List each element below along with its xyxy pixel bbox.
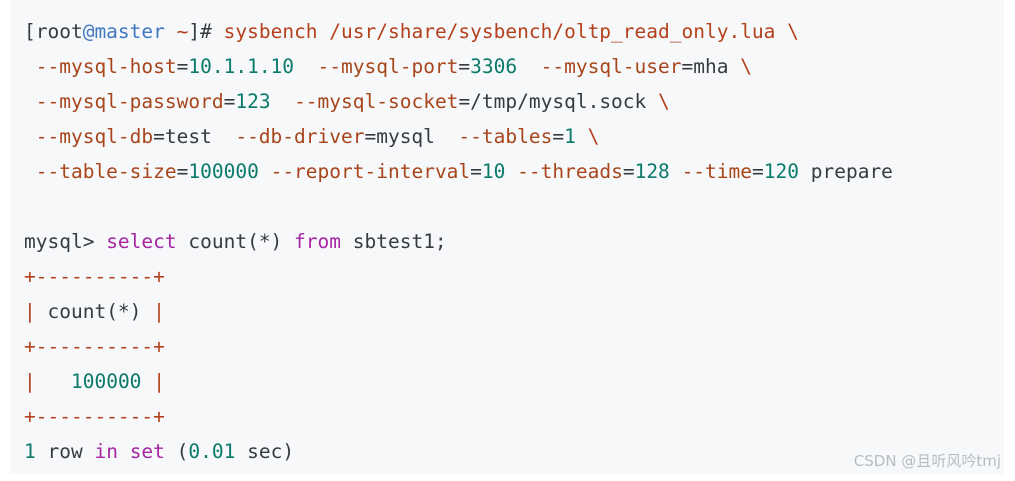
token-num: 3306 [470, 55, 518, 78]
token-plain: = [223, 90, 236, 113]
token-op: --time [681, 160, 753, 183]
code-line-6 [24, 189, 1004, 224]
code-line-7: mysql> select count(*) from sbtest1; [24, 224, 1004, 259]
token-plain [505, 160, 517, 183]
token-prompt: mysql> [24, 230, 107, 253]
token-host: @master [82, 20, 165, 43]
token-tilde: ~ [176, 20, 189, 43]
token-plain: =mysql [364, 125, 459, 148]
token-pipe: | [153, 370, 165, 393]
token-plain: = [552, 125, 565, 148]
token-kw: set [129, 440, 165, 463]
token-plain: row [35, 440, 95, 463]
token-plain [36, 370, 71, 393]
code-line-11: | 100000 | [24, 364, 1004, 399]
token-plain [576, 125, 588, 148]
token-backslash: \ [658, 90, 670, 113]
code-line-3: --mysql-password=123 --mysql-socket=/tmp… [24, 84, 1004, 119]
token-num: 1 [564, 125, 576, 148]
token-plain: count(*) [35, 300, 154, 323]
token-plain: = [176, 55, 189, 78]
token-plain [118, 440, 130, 463]
token-num: 0.01 [188, 440, 236, 463]
token-plain [24, 195, 36, 218]
token-num: 120 [763, 160, 799, 183]
token-plain: = [458, 55, 471, 78]
token-op: --mysql-user [540, 55, 682, 78]
token-plain: ]# [188, 20, 224, 43]
token-border: +----------+ [24, 335, 165, 358]
token-op: --report-interval [270, 160, 471, 183]
token-plain: = [176, 160, 189, 183]
token-pipe: | [153, 300, 165, 323]
token-op: --table-size [24, 160, 177, 183]
token-plain: sec) [235, 440, 295, 463]
token-pipe: | [24, 300, 36, 323]
token-plain [294, 55, 317, 78]
token-border: +----------+ [24, 405, 165, 428]
token-op: --mysql-socket [294, 90, 459, 113]
token-kw: from [294, 230, 342, 253]
token-num: 100000 [70, 370, 142, 393]
token-plain: = [622, 160, 635, 183]
token-op: --db-driver [235, 125, 365, 148]
token-plain [165, 20, 177, 43]
token-plain [775, 20, 787, 43]
token-num: 10 [481, 160, 506, 183]
code-line-13: 1 row in set (0.01 sec) [24, 434, 1004, 469]
token-kw: in [94, 440, 118, 463]
token-num: 100000 [188, 160, 259, 183]
token-backslash: \ [740, 55, 752, 78]
token-plain: =test [153, 125, 236, 148]
token-plain: prepare [799, 160, 893, 183]
token-border: +----------+ [24, 265, 165, 288]
token-op: --mysql-host [24, 55, 177, 78]
token-backslash: \ [787, 20, 799, 43]
token-num: 1 [24, 440, 36, 463]
token-plain: ( [164, 440, 189, 463]
code-line-12: +----------+ [24, 399, 1004, 434]
code-block: [root@master ~]# sysbench /usr/share/sys… [10, 0, 1004, 474]
code-line-2: --mysql-host=10.1.1.10 --mysql-port=3306… [24, 49, 1004, 84]
token-num: 128 [634, 160, 670, 183]
token-cmd: sysbench /usr/share/sysbench/oltp_read_o… [223, 20, 776, 43]
code-line-1: [root@master ~]# sysbench /usr/share/sys… [24, 14, 1004, 49]
token-plain: =/tmp/mysql.sock [458, 90, 659, 113]
token-plain: = [470, 160, 482, 183]
token-plain: = [752, 160, 764, 183]
token-plain [670, 160, 682, 183]
token-plain [517, 55, 540, 78]
token-plain [271, 90, 294, 113]
token-num: 123 [235, 90, 271, 113]
token-op: --mysql-password [24, 90, 224, 113]
token-plain: =mha [681, 55, 741, 78]
token-kw: select [106, 230, 177, 253]
token-plain [141, 370, 153, 393]
token-plain [259, 160, 271, 183]
token-backslash: \ [587, 125, 600, 148]
token-plain: sbtest1; [341, 230, 447, 253]
token-op: --tables [458, 125, 553, 148]
code-line-9: | count(*) | [24, 294, 1004, 329]
code-line-8: +----------+ [24, 259, 1004, 294]
code-line-4: --mysql-db=test --db-driver=mysql --tabl… [24, 119, 1004, 154]
token-pipe: | [24, 370, 36, 393]
code-line-5: --table-size=100000 --report-interval=10… [24, 154, 1004, 189]
token-op: --mysql-db [24, 125, 154, 148]
token-op: --mysql-port [317, 55, 459, 78]
token-op: --threads [517, 160, 623, 183]
token-plain: [root [24, 20, 83, 43]
token-plain: count(*) [176, 230, 295, 253]
watermark: CSDN @且听风吟tmj [853, 452, 1001, 470]
code-line-10: +----------+ [24, 329, 1004, 364]
token-num: 10.1.1.10 [188, 55, 295, 78]
